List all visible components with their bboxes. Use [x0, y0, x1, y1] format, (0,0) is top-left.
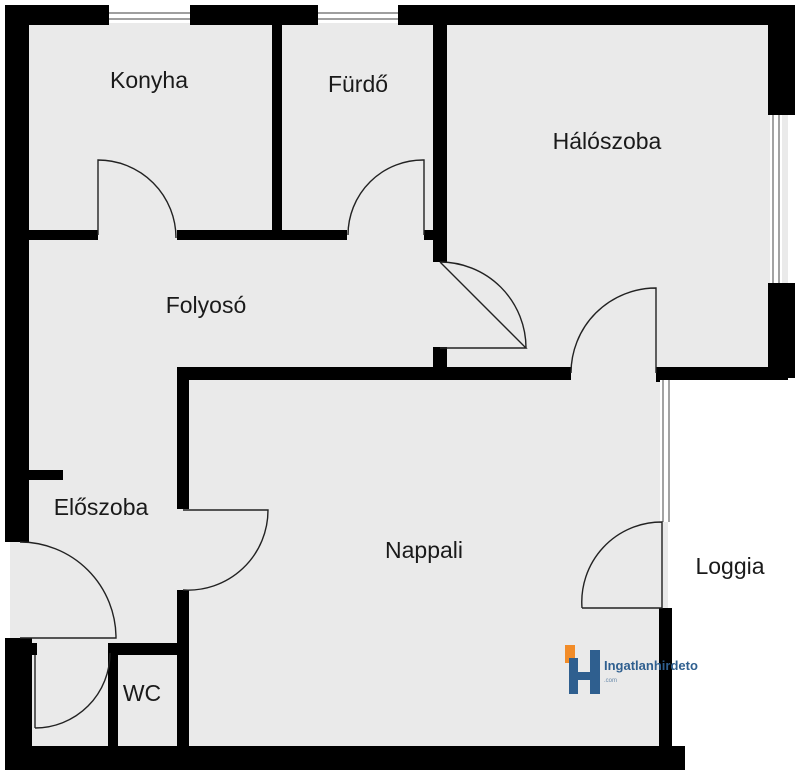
- logo-text: Ingatlanhirdeto: [604, 658, 698, 673]
- door-bathroom: [347, 159, 425, 236]
- door-entrance: [19, 541, 117, 639]
- floor-upper: [10, 10, 788, 380]
- wall-loggia-upper: [656, 370, 672, 382]
- room-label-eloszoba: Előszoba: [54, 494, 149, 520]
- wall-corridor-top-1: [25, 230, 98, 240]
- window-kitchen: [109, 9, 190, 23]
- wall-hall-stub: [25, 470, 63, 480]
- wall-top-1: [7, 5, 109, 25]
- wall-loggia-lower: [659, 608, 672, 758]
- room-label-furdo: Fürdő: [328, 71, 388, 97]
- wall-corridor-top-2: [177, 230, 347, 240]
- wall-top-2: [190, 5, 318, 25]
- window-bathroom: [318, 9, 398, 23]
- room-label-haloszoba: Hálószoba: [553, 128, 662, 154]
- wall-right-lower: [768, 283, 795, 378]
- wall-bath-bedroom-lower: [433, 347, 447, 373]
- windows: [109, 9, 782, 522]
- door-kitchen: [97, 159, 177, 239]
- room-label-nappali: Nappali: [385, 537, 463, 563]
- logo-icon-h: [569, 650, 600, 694]
- wall-living-left-upper: [177, 367, 189, 509]
- door-living-top: [570, 287, 657, 374]
- floors: [10, 10, 788, 762]
- doors: [19, 159, 663, 729]
- walls: [5, 5, 795, 770]
- wall-left-upper: [5, 5, 29, 542]
- door-living-left: [182, 509, 269, 591]
- door-wc: [34, 652, 111, 729]
- wall-living-top-1: [177, 367, 571, 380]
- logo-sub: .com: [604, 678, 617, 684]
- wall-bottom: [5, 746, 685, 770]
- window-loggia: [660, 380, 672, 522]
- wall-right-upper: [768, 5, 795, 115]
- door-loggia: [581, 521, 663, 609]
- brand-logo: Ingatlanhirdeto .com: [565, 645, 698, 694]
- wall-living-top-2: [656, 367, 788, 380]
- wall-wc-right: [108, 650, 118, 750]
- room-label-wc: WC: [123, 680, 161, 706]
- wall-top-3: [398, 5, 795, 25]
- room-label-folyoso: Folyosó: [166, 292, 247, 318]
- floor-loggia: [672, 380, 788, 762]
- wall-living-left-lower: [177, 590, 189, 750]
- wall-wc-top-1: [25, 643, 37, 655]
- logo-icon-orange: [565, 645, 575, 663]
- wall-kitchen-bath: [272, 20, 282, 238]
- wall-bath-bedroom-upper: [433, 20, 447, 262]
- room-label-konyha: Konyha: [110, 67, 188, 93]
- room-labels: Konyha Fürdő Hálószoba Folyosó Előszoba …: [54, 67, 765, 706]
- wall-wc-top-2: [108, 643, 183, 655]
- door-bedroom-arc: [439, 261, 527, 349]
- window-bedroom: [770, 115, 782, 283]
- wall-corridor-top-3: [424, 230, 444, 240]
- floor-lower: [10, 370, 668, 762]
- room-label-loggia: Loggia: [695, 553, 764, 579]
